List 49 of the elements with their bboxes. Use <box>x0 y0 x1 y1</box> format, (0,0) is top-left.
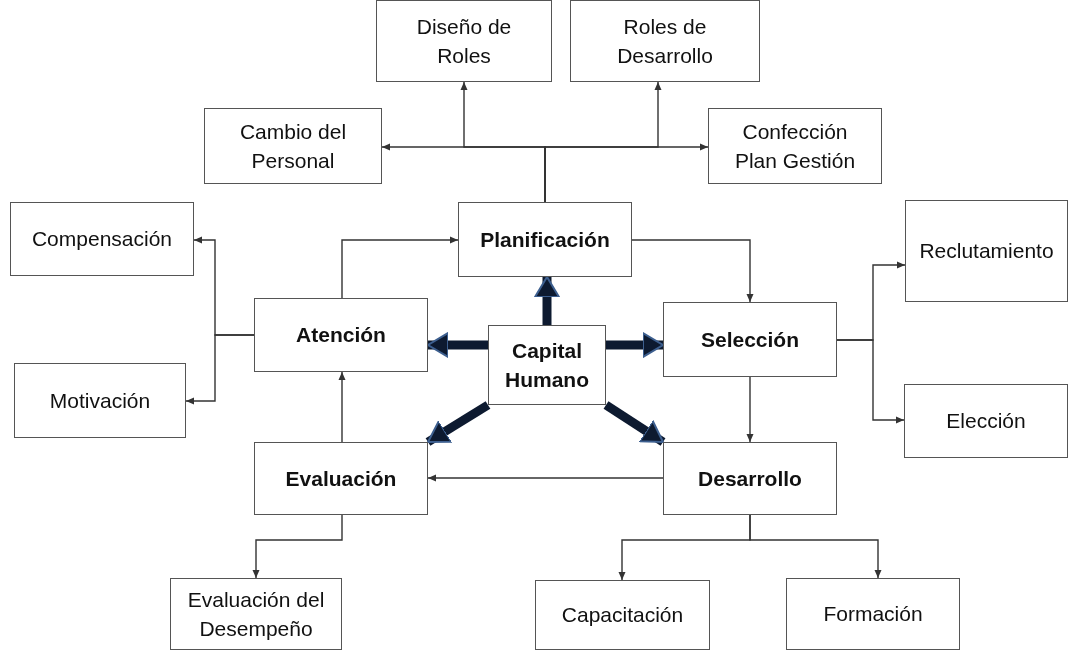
process-box <box>663 442 837 515</box>
process-box <box>376 0 552 82</box>
process-box <box>663 302 837 377</box>
arrow <box>631 239 754 303</box>
node-label: Diseño de Roles <box>415 13 513 69</box>
arrow <box>338 371 346 443</box>
node-label: Formación <box>823 601 923 628</box>
arrow <box>341 236 459 299</box>
block-arrow <box>425 401 491 446</box>
process-box <box>535 580 710 650</box>
node-label: Compensación <box>31 226 173 253</box>
node-label: Confección Plan Gestión <box>733 118 857 174</box>
node-label: Capacitación <box>561 602 684 629</box>
node-label: Planificación <box>480 226 610 253</box>
process-box <box>204 108 382 184</box>
node-label: Reclutamiento <box>919 238 1054 265</box>
process-box <box>170 578 342 650</box>
block-arrow <box>603 401 666 446</box>
process-box <box>14 363 186 438</box>
arrow <box>185 334 255 405</box>
arrow <box>836 339 905 424</box>
node-label: Evaluación <box>285 465 397 492</box>
node-label: Motivación <box>49 387 151 414</box>
process-box <box>458 202 632 277</box>
process-box <box>570 0 760 82</box>
node-label: Elección <box>946 408 1026 435</box>
node-label: Roles de Desarrollo <box>616 13 714 69</box>
node-label: Cambio del Personal <box>238 118 348 174</box>
arrow <box>252 514 343 579</box>
arrow <box>427 474 664 482</box>
node-label: Desarrollo <box>698 465 802 492</box>
process-box <box>254 442 428 515</box>
node-label: Atención <box>296 322 386 349</box>
node-label: Evaluación del Desempeño <box>186 586 326 642</box>
arrow <box>746 376 754 443</box>
block-arrow <box>534 276 560 325</box>
arrow <box>544 81 662 203</box>
process-box <box>905 200 1068 302</box>
block-arrow <box>427 332 488 358</box>
node-label: Capital Humano <box>504 337 590 393</box>
process-box <box>254 298 428 372</box>
process-box <box>10 202 194 276</box>
process-box <box>786 578 960 650</box>
process-box <box>488 325 606 405</box>
block-arrow <box>606 332 664 358</box>
process-box <box>708 108 882 184</box>
process-box <box>904 384 1068 458</box>
node-label: Selección <box>700 326 800 353</box>
arrow <box>749 514 882 579</box>
